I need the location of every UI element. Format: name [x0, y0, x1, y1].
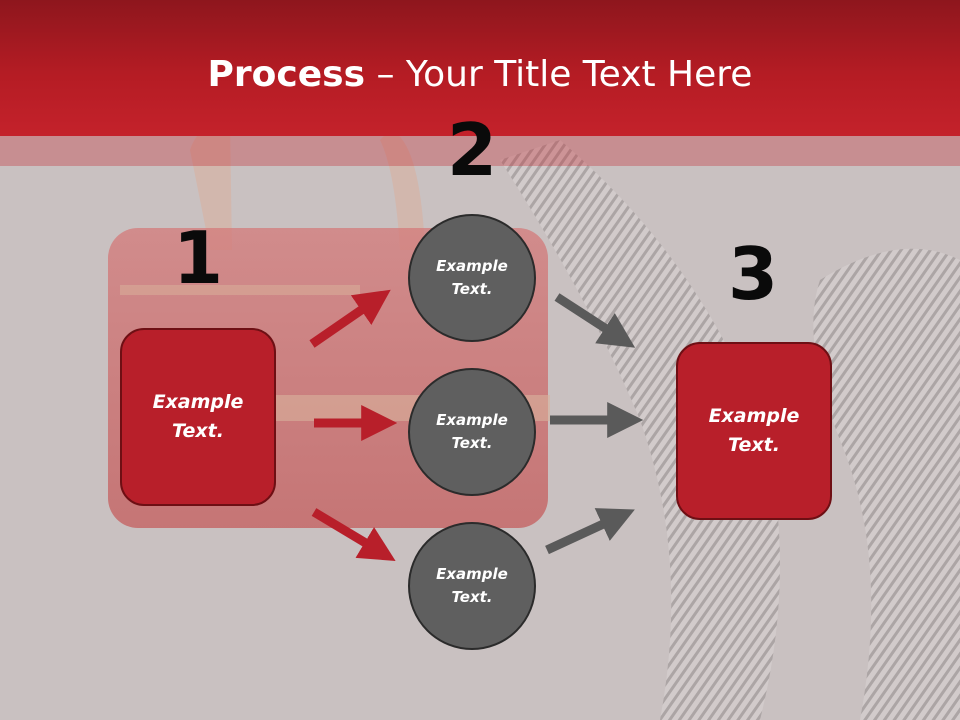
arrow-gray-down [554, 293, 636, 348]
step-number-1: 1 [172, 216, 224, 300]
arrow-gray-up [545, 508, 635, 555]
title-rest: – Your Title Text Here [365, 54, 753, 95]
step-number-3: 3 [727, 232, 779, 316]
circle-top-text: Example Text. [436, 257, 508, 298]
circle-middle-text: Example Text. [436, 411, 508, 452]
step-number-2: 2 [446, 108, 498, 192]
circle-middle: Example Text. [408, 368, 536, 496]
title-bar [0, 0, 960, 136]
circle-bottom: Example Text. [408, 522, 536, 650]
circle-bottom-text: Example Text. [436, 565, 508, 606]
right-box: Example Text. [676, 342, 832, 520]
arrow-red-down [311, 508, 396, 561]
arrow-red-up [309, 289, 391, 348]
right-box-text: Example Text. [708, 405, 800, 456]
slide-title: Process – Your Title Text Here [0, 52, 960, 98]
title-bold: Process [207, 54, 366, 95]
title-band [0, 136, 960, 166]
circle-top: Example Text. [408, 214, 536, 342]
left-box: Example Text. [120, 328, 276, 506]
left-box-text: Example Text. [152, 391, 244, 442]
